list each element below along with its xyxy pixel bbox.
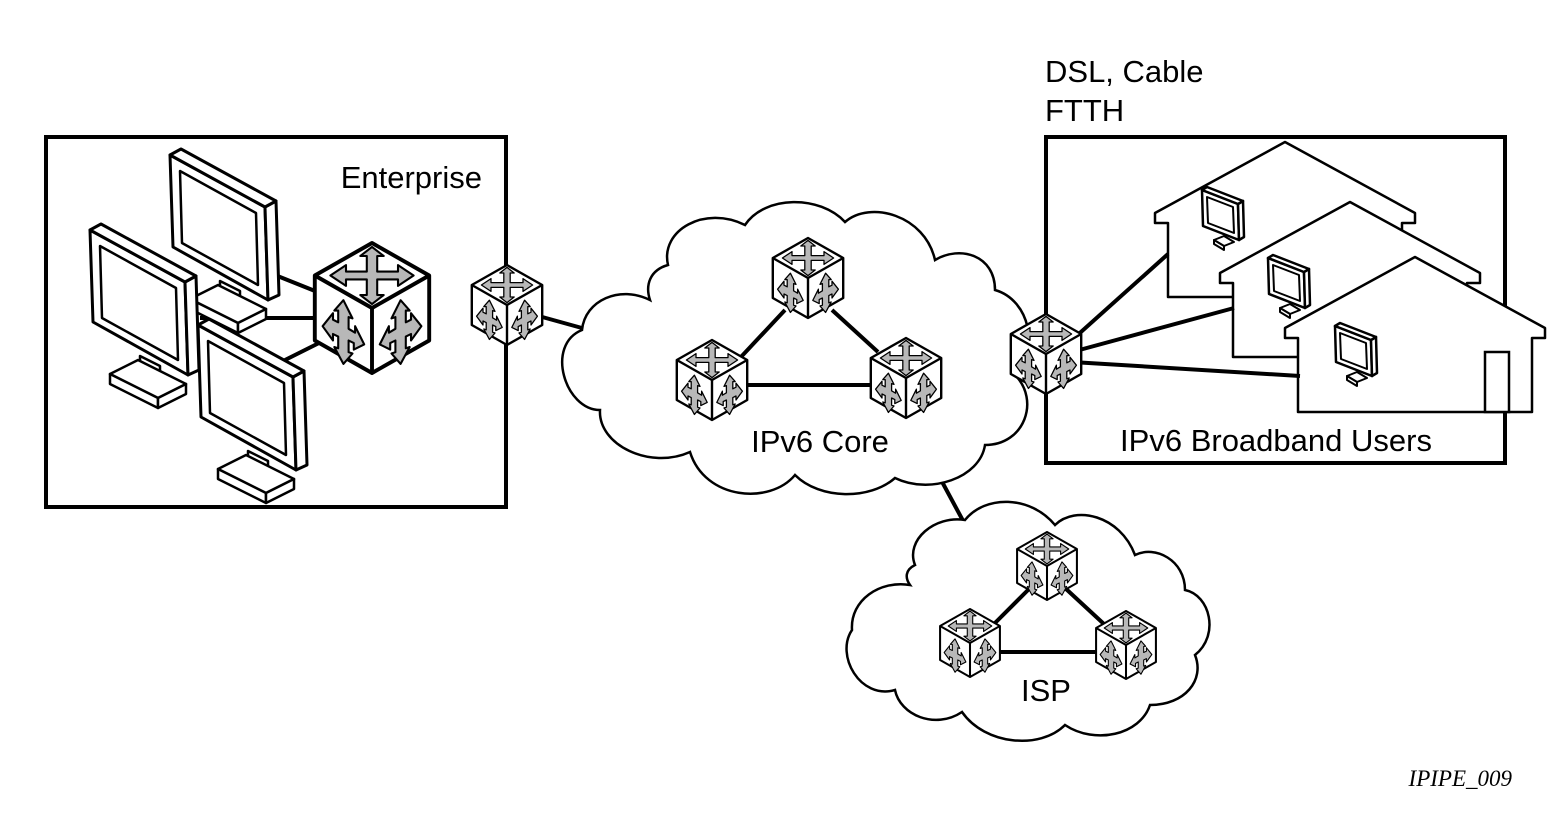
access-types-label-line2: FTTH (1045, 93, 1124, 128)
isp-cloud-icon (845, 500, 1211, 743)
core-label: IPv6 Core (751, 424, 889, 459)
link-router-house2 (1071, 306, 1235, 354)
enterprise-router-icon (312, 241, 432, 375)
core-link-top-left (738, 308, 787, 360)
isp-link-top-left (988, 586, 1032, 630)
monitor-icon (196, 317, 309, 505)
edge-router-icon (470, 263, 544, 347)
broadband-users-box (1044, 135, 1507, 465)
core-link-top-right (830, 308, 880, 354)
access-types-label-line1: DSL, Cable (1045, 54, 1204, 89)
enterprise-label: Enterprise (341, 160, 482, 195)
core-cloud-icon (561, 200, 1030, 496)
broadband-users-label: IPv6 Broadband Users (1120, 423, 1432, 458)
link-router-house3 (1071, 360, 1301, 378)
isp-link-top-right (1063, 586, 1107, 627)
isp-label: ISP (1021, 673, 1071, 708)
figure-id: IPIPE_009 (1408, 766, 1513, 791)
link-router-house1 (1070, 252, 1170, 342)
